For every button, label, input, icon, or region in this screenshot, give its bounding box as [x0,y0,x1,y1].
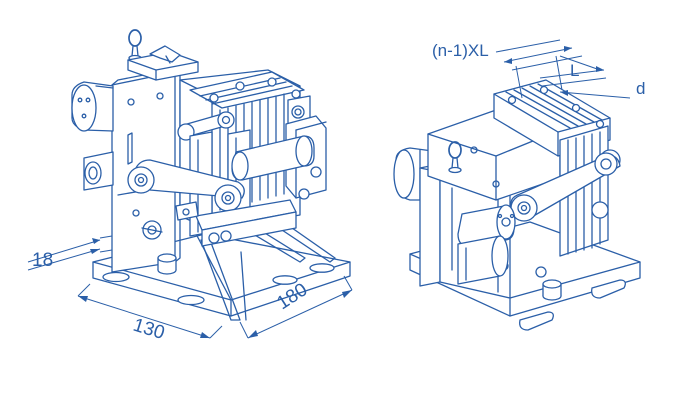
dimension-label-pitch: (n-1)XL [432,41,489,60]
dimension-18: 18 [27,235,113,271]
eye-bolt [128,29,142,62]
left-isometric-view: 18 130 180 [27,29,353,344]
bolt-hole [127,98,135,106]
dimension-label-length: L [570,61,579,80]
dimension-length: L [539,55,607,87]
support-struts [194,213,336,301]
lower-clamp [175,199,297,247]
slot-hole [309,263,335,273]
base-plate [92,233,351,321]
left-cylinder [71,81,114,132]
dimension-label-18: 18 [32,250,53,271]
pulley [594,152,618,176]
bolt-hole [132,209,140,217]
top-bracket [127,45,199,81]
base-bolt [157,253,177,275]
linkage-arm-right [510,152,621,222]
tension-arm [127,159,245,212]
bolt-hole [156,92,164,100]
lower-motor [457,235,509,285]
slot-hole [177,294,205,306]
base-bolt-right [535,266,562,301]
dimension-label-diameter: d [636,79,645,98]
eye-bolt-right [448,141,462,174]
dimension-label-130: 130 [131,315,167,344]
slot-hole [272,275,298,285]
dimension-diameter: d [559,79,645,99]
press-roller [231,115,327,200]
left-lower-block [83,151,114,191]
drive-roller [457,204,516,247]
dimension-pitch: (n-1)XL [432,39,583,99]
slot-hole [102,271,130,283]
right-isometric-view: (n-1)XL L d [393,39,645,331]
